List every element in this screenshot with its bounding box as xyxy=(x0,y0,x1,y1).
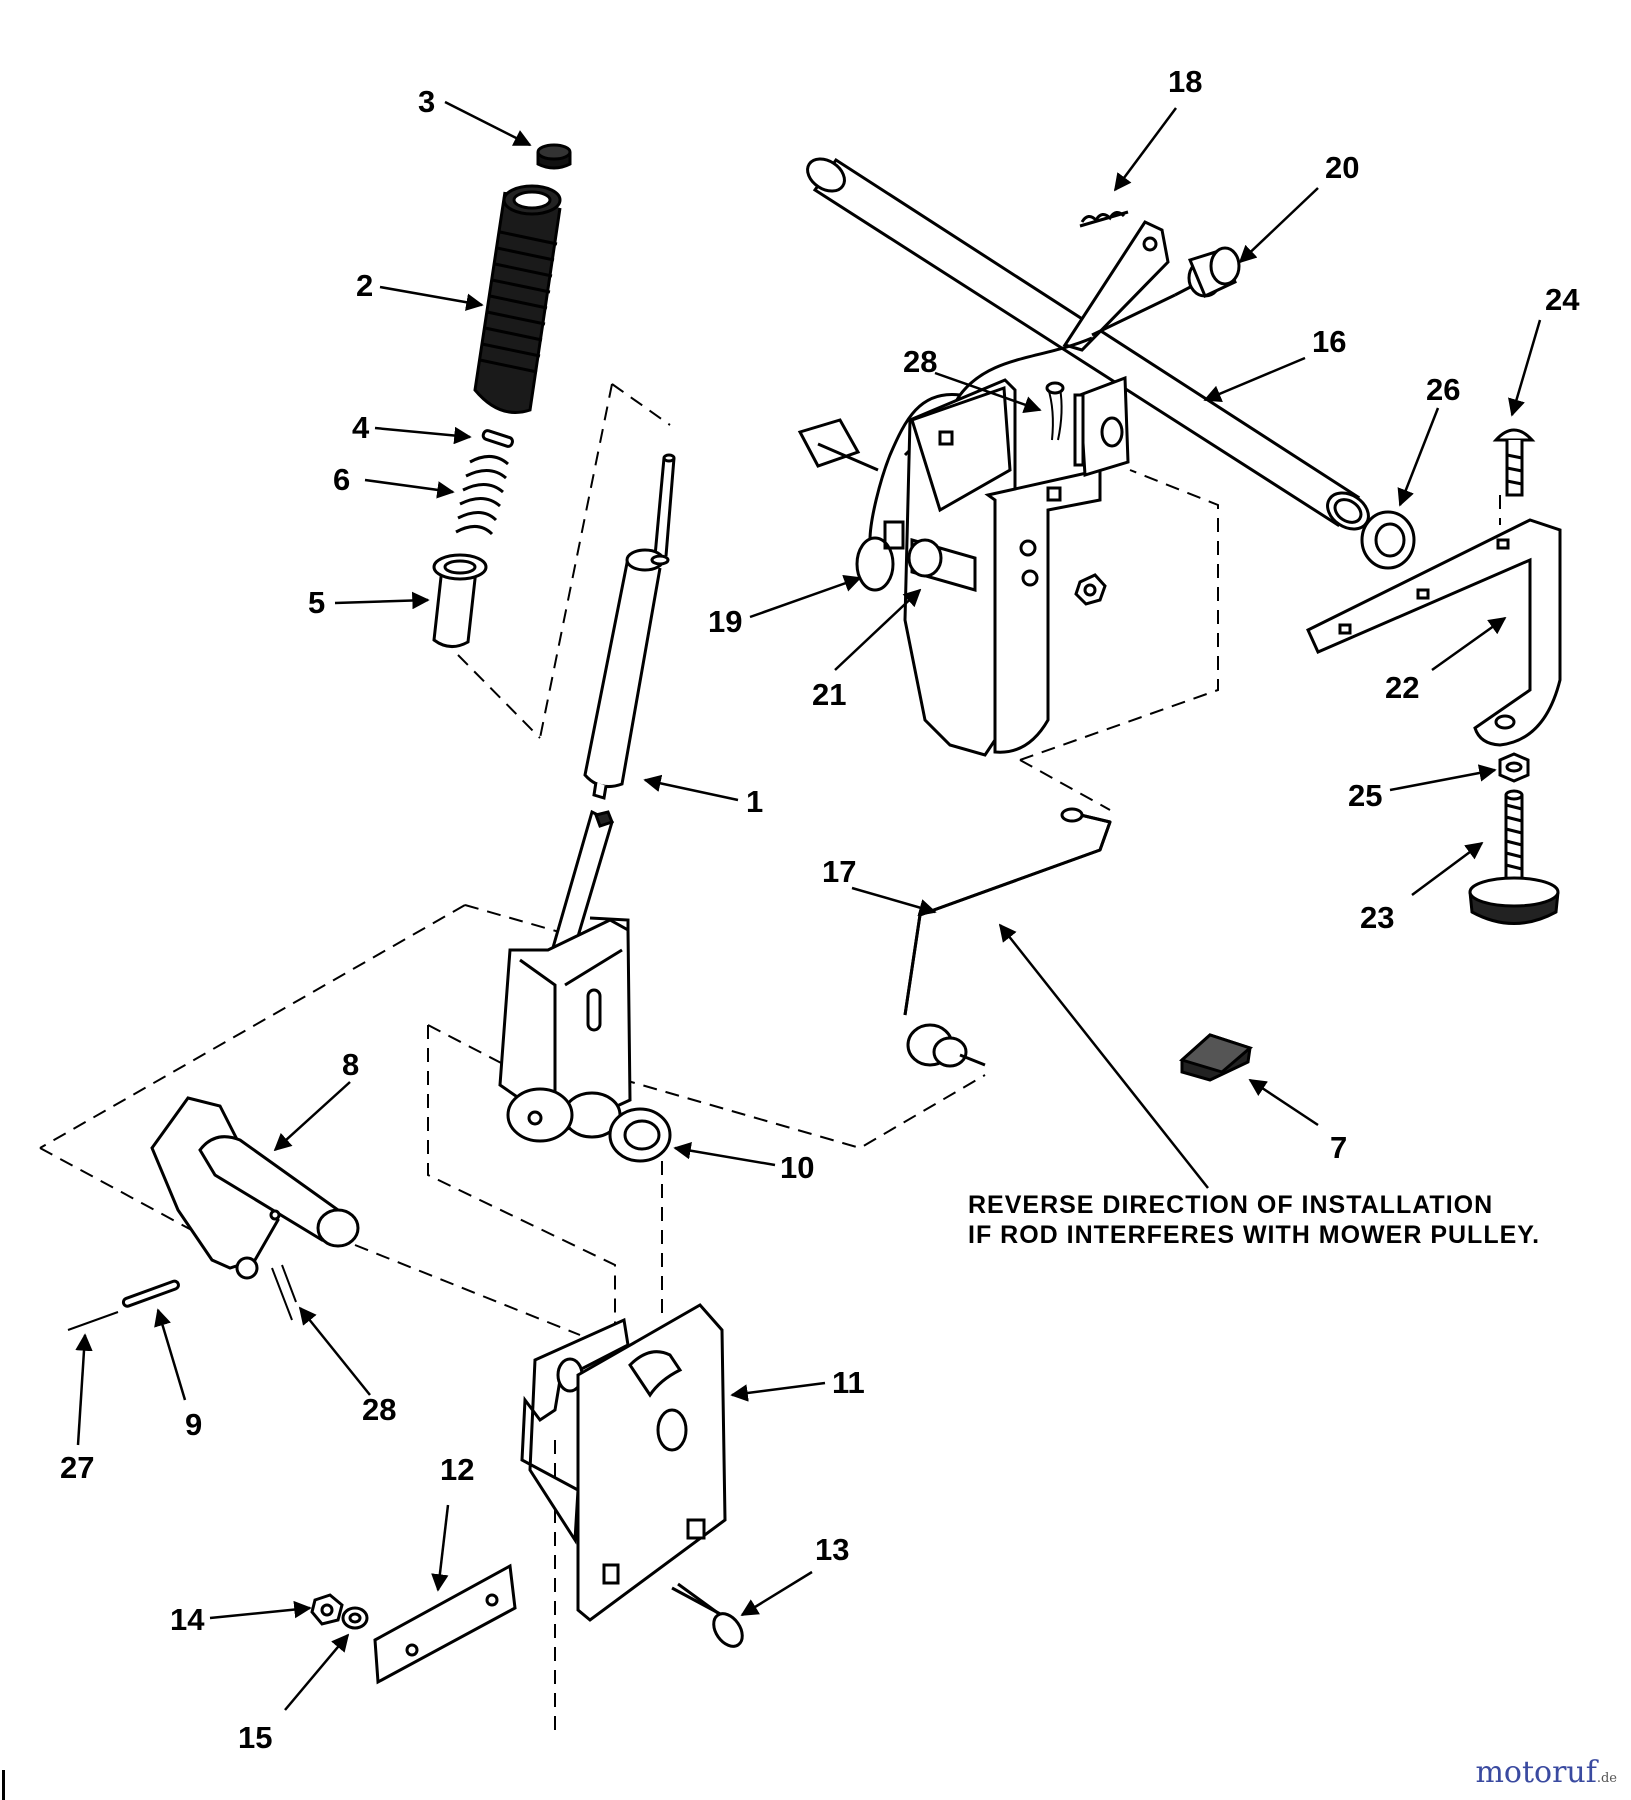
part-6-spring xyxy=(455,455,509,536)
callout-28-left: 28 xyxy=(362,1392,396,1427)
part-2-grip xyxy=(473,184,562,414)
callout-20: 20 xyxy=(1325,150,1359,185)
callout-22: 22 xyxy=(1385,670,1419,705)
part-11-mount-plate xyxy=(520,1303,727,1622)
part-5-bushing xyxy=(432,553,488,648)
installation-note-line-2: IF ROD INTERFERES WITH MOWER PULLEY. xyxy=(968,1221,1541,1249)
part-28-cotter-pin-top xyxy=(1045,381,1065,441)
callout-7: 7 xyxy=(1330,1130,1347,1165)
callout-24: 24 xyxy=(1545,282,1580,317)
part-13-carriage-bolt xyxy=(671,1582,744,1648)
callout-1: 1 xyxy=(746,784,763,819)
callout-17: 17 xyxy=(822,854,856,889)
callout-14: 14 xyxy=(170,1602,205,1637)
part-7-pad xyxy=(1179,1033,1254,1082)
part-24-carriage-bolt xyxy=(1492,428,1536,497)
callout-3: 3 xyxy=(418,84,435,119)
part-26-washer xyxy=(1360,510,1416,570)
part-15-lock-washer xyxy=(341,1606,369,1630)
part-3-cap xyxy=(536,143,572,170)
part-22-support-bracket xyxy=(1306,518,1562,747)
installation-note: REVERSE DIRECTION OF INSTALLATION IF ROD… xyxy=(968,1190,1540,1250)
part-1-lever-tube xyxy=(583,453,676,800)
callout-27: 27 xyxy=(60,1450,94,1485)
callout-9: 9 xyxy=(185,1407,202,1442)
watermark-suffix: .de xyxy=(1596,1771,1617,1786)
part-10-washer xyxy=(608,1107,672,1163)
callout-16: 16 xyxy=(1312,324,1346,359)
part-9-roll-pin xyxy=(121,1279,180,1308)
part-18-hair-clip xyxy=(1079,210,1129,228)
callout-23: 23 xyxy=(1360,900,1394,935)
part-27-pin xyxy=(67,1311,119,1331)
callout-15: 15 xyxy=(238,1720,272,1755)
callout-8: 8 xyxy=(342,1047,359,1082)
callout-numbers: 3 2 4 6 5 1 7 8 9 10 11 12 13 14 15 16 1… xyxy=(60,64,1580,1755)
callout-4: 4 xyxy=(352,410,370,445)
callout-28-top: 28 xyxy=(903,344,937,379)
part-4-pin xyxy=(481,429,514,448)
installation-note-line-1: REVERSE DIRECTION OF INSTALLATION xyxy=(968,1191,1494,1219)
callout-11: 11 xyxy=(832,1365,865,1400)
watermark-brand: motoruf xyxy=(1475,1755,1597,1790)
part-20-lift-arm-knob xyxy=(1062,220,1241,352)
part-28-cotter-pin-left xyxy=(271,1264,297,1321)
part-8-pivot-pin xyxy=(150,1096,360,1280)
scan-edge-mark xyxy=(2,1770,5,1800)
callout-12: 12 xyxy=(440,1452,474,1487)
callout-21: 21 xyxy=(812,677,846,712)
part-12-strap xyxy=(373,1563,517,1685)
callout-19: 19 xyxy=(708,604,742,639)
part-14-nut xyxy=(310,1593,344,1626)
callout-6: 6 xyxy=(333,462,350,497)
control-bracket xyxy=(498,809,632,1143)
callout-2: 2 xyxy=(356,268,373,303)
part-17-connecting-rod xyxy=(903,807,1112,1068)
callout-18: 18 xyxy=(1168,64,1202,99)
callout-26: 26 xyxy=(1426,372,1460,407)
callout-25: 25 xyxy=(1348,778,1382,813)
watermark-logo: motoruf.de xyxy=(1475,1755,1617,1790)
callout-5: 5 xyxy=(308,585,325,620)
callout-leaders xyxy=(75,100,1542,1711)
part-23-adjuster-bolt xyxy=(1468,789,1560,925)
callout-10: 10 xyxy=(780,1150,814,1185)
part-21-spacer xyxy=(907,538,977,592)
assembly-guide-lines xyxy=(39,383,1501,1735)
part-25-nut xyxy=(1498,752,1530,783)
callout-13: 13 xyxy=(815,1532,849,1567)
